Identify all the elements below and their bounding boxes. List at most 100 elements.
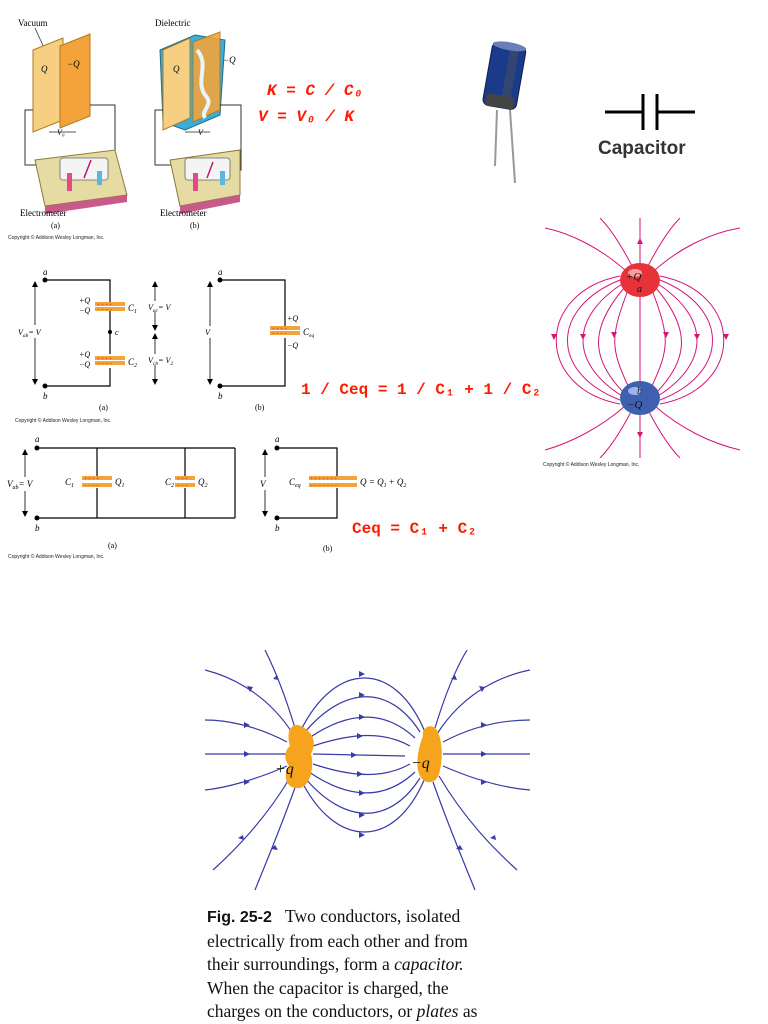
capacitor-label: Capacitor	[598, 138, 686, 159]
parallel-ceq-sub: eq	[295, 483, 301, 489]
series-vac: V	[148, 303, 154, 312]
figure-caption: Fig. 25-2 Two conductors, isolated elect…	[207, 905, 507, 1024]
positive-conductor	[285, 724, 314, 789]
svg-text:− − − −: − − − −	[84, 484, 99, 489]
parallel-q1: Q	[115, 477, 122, 487]
caption-line-6: as	[458, 1001, 478, 1021]
series-vab: V	[18, 328, 24, 337]
series-node-b: b	[43, 391, 48, 401]
series-c2: C	[128, 357, 135, 367]
series-vab-sub: ab	[23, 333, 29, 339]
svg-text:Vcb= V2: Vcb= V2	[148, 356, 173, 367]
svg-text:+ + + +: + + + +	[84, 477, 99, 482]
series-plus-q2: +Q	[79, 350, 90, 359]
parallel-vab-sub: ab	[13, 485, 19, 491]
parallel-sub-a: (a)	[108, 541, 117, 550]
field-lines-figure: +Q a b −Q	[544, 218, 741, 458]
svg-text:C2: C2	[128, 357, 137, 369]
copyright-parallel: Copyright © Addison Wesley Longman, Inc.	[8, 554, 105, 560]
electrolytic-capacitor	[482, 41, 527, 184]
series-eq-plus-q: +Q	[287, 314, 298, 323]
parallel-node-a: a	[35, 434, 40, 444]
parallel-c1-sub: 1	[71, 483, 74, 489]
series-eq-node-a: a	[218, 268, 223, 277]
svg-text:− − − −: − − − −	[97, 362, 112, 367]
capacitor-symbol	[605, 94, 695, 130]
formula-dielectric-k: K = C / C₀	[267, 82, 364, 100]
series-node-a: a	[43, 268, 48, 277]
electrometer-label-b: Electrometer	[160, 208, 206, 218]
conductor-pos-q: +q	[275, 761, 294, 778]
series-c1-sub: 1	[134, 309, 137, 315]
vacuum-label: Vacuum	[18, 18, 48, 28]
svg-text:Q1: Q1	[115, 477, 125, 489]
series-vac-eq: = V	[158, 303, 171, 312]
series-eq-node-b: b	[218, 391, 223, 401]
conductor-neg-q: −q	[411, 755, 430, 772]
parallel-sub-b: (b)	[323, 544, 333, 553]
parallel-c2-sub: 2	[171, 483, 174, 489]
svg-text:− − − −: − − − −	[97, 308, 112, 313]
series-ceq-sub: eq	[309, 333, 314, 339]
svg-text:+ + + +: + + + +	[97, 357, 112, 362]
right-plate-a	[59, 33, 91, 129]
parallel-circuit-figure: a b + + + + − − − − C1 Q1 + + + − − − C2…	[6, 434, 406, 553]
copyright-series: Copyright © Addison Wesley Longman, Inc.	[15, 418, 112, 424]
svg-text:− − − −: − − − −	[272, 332, 287, 337]
svg-text:Vac= V: Vac= V	[148, 303, 171, 314]
svg-text:− − − − − − −: − − − − − − −	[310, 484, 337, 489]
field-node-b: b	[637, 386, 642, 397]
caption-label: Fig. 25-2	[207, 909, 272, 926]
svg-text:− − −: − − −	[177, 484, 188, 489]
parallel-eq-node-b: b	[275, 523, 280, 533]
parallel-eq-v: V	[260, 479, 267, 489]
parallel-q-total-sub1: 1	[384, 483, 387, 489]
field-neg-charge: −Q	[627, 399, 642, 411]
left-plate-a	[32, 37, 64, 133]
series-vcb-eq-sub: 2	[170, 361, 173, 367]
plate-q-b: Q	[173, 64, 180, 74]
electrometer-figure: Vacuum Q −Q V₀ Electrometer (a) Dielectr…	[18, 18, 242, 230]
caption-line-1: Two conductors, isolated	[285, 906, 461, 926]
series-minus-q2: −Q	[79, 360, 90, 369]
plate-negq-b: −Q	[223, 55, 236, 65]
parallel-ceq: C	[289, 477, 296, 487]
series-vab-eq: = V	[28, 328, 41, 337]
parallel-vab-eq: = V	[19, 479, 34, 489]
svg-text:Q = Q1+ Q2: Q = Q1+ Q2	[360, 477, 406, 489]
parallel-q-total-sub2: 2	[403, 483, 406, 489]
field-node-a: a	[637, 284, 642, 295]
svg-text:+ + + +: + + + +	[272, 327, 287, 332]
parallel-eq-node-a: a	[275, 434, 280, 444]
electrometer-label-a: Electrometer	[20, 208, 66, 218]
plate-q-a: Q	[41, 64, 48, 74]
svg-text:Ceq: Ceq	[303, 327, 314, 339]
caption-line-4: When the capacitor is charged, the	[207, 977, 449, 998]
voltage-v: V	[198, 128, 204, 137]
svg-text:C2: C2	[165, 477, 174, 489]
parallel-q-total-plus: + Q	[389, 477, 404, 487]
svg-text:+ + + +: + + + +	[97, 303, 112, 308]
formula-series: 1 / Ceq = 1 / C₁ + 1 / C₂	[301, 381, 542, 399]
caption-line-5: charges on the conductors, or	[207, 1001, 417, 1021]
parallel-q2: Q	[198, 477, 205, 487]
series-ceq: C	[303, 327, 310, 337]
dielectric-label: Dielectric	[155, 18, 190, 28]
parallel-q-total: Q = Q	[360, 477, 384, 487]
plate-negq-a: −Q	[67, 59, 80, 69]
series-vcb: V	[148, 356, 154, 365]
formula-dielectric-v: V = V₀ / K	[258, 108, 355, 126]
svg-text:Q2: Q2	[198, 477, 208, 489]
series-vcb-sub: cb	[153, 361, 158, 367]
field-pos-charge: +Q	[626, 271, 641, 283]
parallel-vab: V	[7, 479, 14, 489]
series-eq-v: V	[205, 328, 211, 337]
svg-text:C1: C1	[128, 303, 137, 315]
copyright-electrometer: Copyright © Addison Wesley Longman, Inc.	[8, 235, 105, 241]
series-vac-sub: ac	[153, 308, 159, 314]
series-eq-minus-q: −Q	[287, 341, 298, 350]
formula-parallel: Ceq = C₁ + C₂	[352, 520, 477, 538]
svg-text:C1: C1	[65, 477, 74, 489]
series-vcb-eq: = V	[158, 356, 171, 365]
parallel-q1-sub: 1	[122, 483, 125, 489]
